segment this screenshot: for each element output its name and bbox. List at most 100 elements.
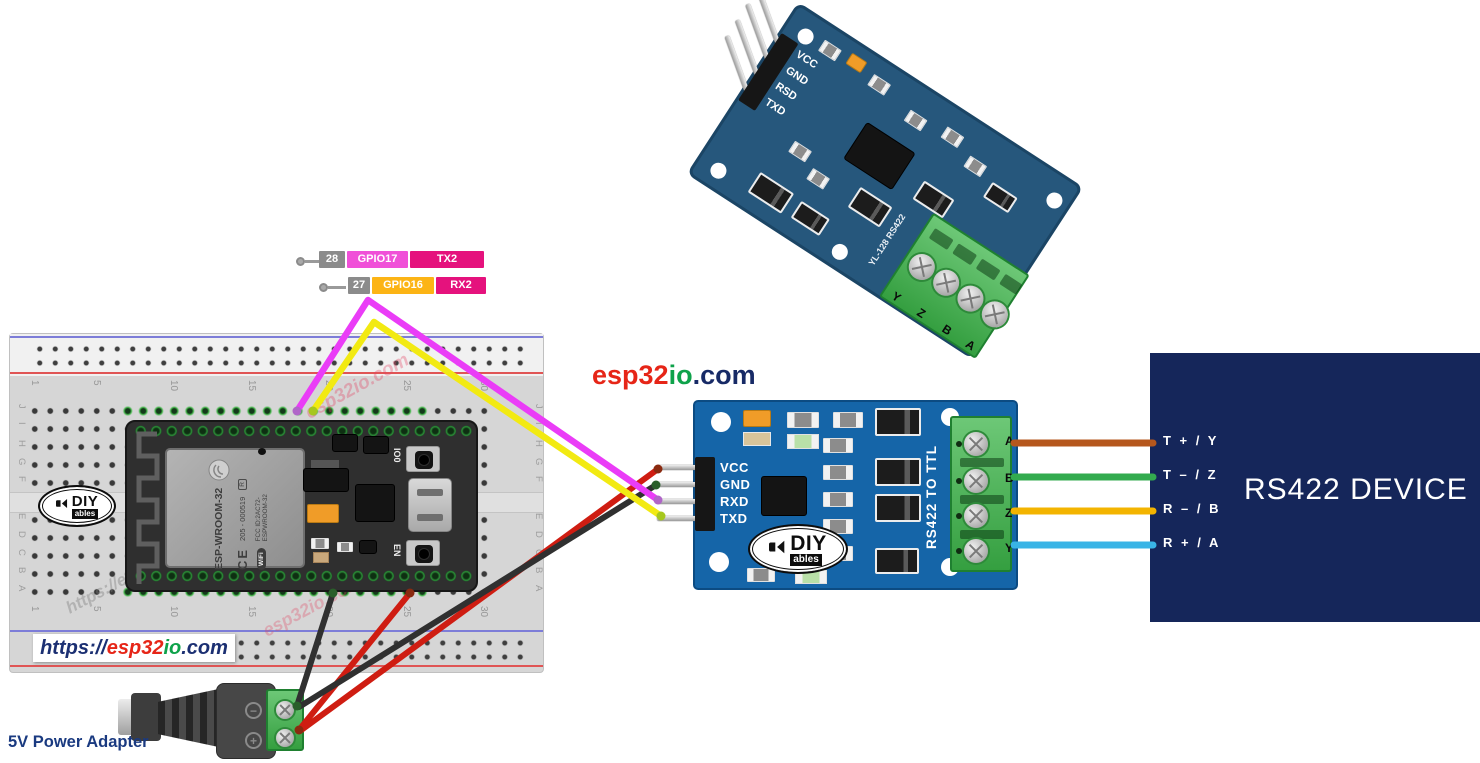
terminal-label-a: A [1005,434,1014,448]
smd-component [337,542,353,552]
terminal-slot [952,243,978,266]
rail-blue-line [10,630,543,632]
diyables-logo-diy: DIY [71,492,99,510]
row-letter: G [533,458,544,466]
capacitor [743,410,771,427]
diode [875,548,919,574]
boot-button-cap [415,451,433,469]
smd-component [313,552,329,563]
column-number: 5 [91,380,102,386]
shield-model-text: ESP-WROOM-32 [212,487,225,570]
en-button-label: EN [392,544,402,557]
smd-component [823,438,853,453]
module-pin-vcc [657,465,699,470]
terminal-dot [956,441,962,447]
mounting-hole [709,552,729,572]
smd-component [359,540,377,554]
minus-terminal-icon: − [245,702,262,719]
row-letter: A [16,585,27,592]
module-pin-txd [657,516,699,521]
pin-label-gnd: GND [720,477,751,492]
callout-dot [296,257,305,266]
voltage-regulator [303,468,349,492]
rail-holes [32,342,524,370]
pin-number-badge: 27 [348,277,370,294]
column-number: 30 [478,606,489,618]
callout-line [328,286,346,289]
device-pin-tz: T – / Z [1163,467,1219,482]
function-badge: TX2 [410,251,484,268]
url-protocol: https:// [40,636,107,659]
module-silkscreen: RS422 TO TTL [924,444,939,550]
column-number: 10 [168,380,179,392]
row-letter: I [16,422,27,425]
row-letter: G [16,458,27,466]
smd-component [817,39,842,62]
terminal-dot [956,478,962,484]
row-letter: F [533,476,544,482]
shield-markings: ESP-WROOM-32 CE 205 - 000519 R WiFi FCC … [181,448,295,570]
terminal-slot [960,458,1004,467]
row-letter: J [533,404,544,409]
row-letter: J [16,404,27,409]
rs422-ttl-module: VCC GND RXD TXD DIY ables [657,400,1018,590]
url-io: io [163,636,182,659]
micro-usb-port [408,478,452,532]
terminal-screw [276,701,294,719]
rs422-device-box: RS422 DEVICE T + / Y T – / Z R – / B R +… [1150,353,1480,622]
smd-component [787,412,819,428]
diyables-mark-icon [769,538,787,561]
url-esp32: esp32 [106,636,164,659]
column-number: 15 [246,380,257,392]
row-letter: B [533,567,544,574]
module-pcb: VCC GND RSD TXD YL-128 RS422 [686,0,1084,360]
power-adapter-label: 5V Power Adapter [8,733,149,751]
smd-ic [332,434,358,452]
en-button-cap [415,545,433,563]
terminal-screw-y [964,539,988,563]
rail-blue-line [10,336,543,338]
connected-holes-row-j [120,402,432,420]
smd-component [833,412,863,428]
diyables-logo: DIY ables [748,524,848,574]
usb-uart-chip [355,484,395,522]
diode [790,200,830,237]
smd-led [787,434,819,449]
row-letter: F [16,476,27,482]
row-letter: H [533,440,544,447]
minus-symbol: − [249,703,257,718]
esp32-top-pins [133,423,473,439]
barrel-jack-sleeve [131,693,161,741]
row-letter: D [16,531,27,538]
plus-terminal-icon: + [245,732,262,749]
power-adapter: − + [118,681,308,759]
column-number: 30 [478,380,489,392]
esp32-bottom-pins [133,568,473,584]
terminal-dot [956,513,962,519]
capacitor [845,52,868,74]
diode [875,458,921,486]
diyables-logo: DIY ables [38,485,116,527]
boot-button-label: IO0 [392,448,402,463]
pin-label-rxd: RXD [720,494,749,509]
terminal-label-b: B [1005,471,1014,485]
resistor [743,432,771,446]
esp32-shield: ESP-WROOM-32 CE 205 - 000519 R WiFi FCC … [165,448,305,570]
diyables-mark-icon [55,497,69,515]
terminal-slot [960,495,1004,504]
column-number: 20 [323,606,334,618]
function-badge: RX2 [436,277,486,294]
terminal-dot [956,548,962,554]
column-number: 25 [401,606,412,618]
strain-relief-cone [158,688,222,748]
diyables-logo-ables: ables [71,508,99,519]
logo-esp32: esp32 [592,360,669,390]
terminal-screw-a [964,432,988,456]
pin-number-badge: 28 [319,251,345,268]
smd-component [823,465,853,480]
regulator-tab [311,460,339,468]
device-pin-rb: R – / B [1163,501,1221,516]
terminal-slot [928,228,954,251]
